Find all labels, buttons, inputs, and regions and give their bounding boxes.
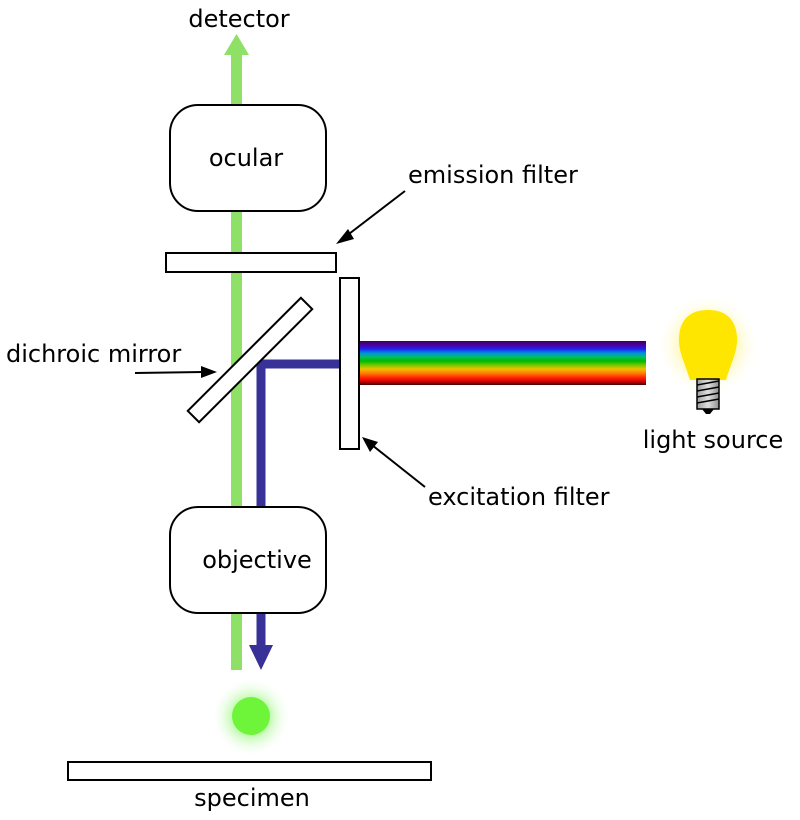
excitation-filter-label: excitation filter bbox=[428, 483, 610, 511]
light-bulb-icon bbox=[656, 293, 760, 414]
ocular-label: ocular bbox=[209, 144, 283, 172]
specimen-slide bbox=[67, 761, 432, 781]
dichroic-mirror-label: dichroic mirror bbox=[6, 340, 181, 368]
fluorescent-spot bbox=[232, 697, 270, 735]
dichroic-mirror-pointer bbox=[134, 371, 204, 374]
objective bbox=[169, 506, 327, 614]
excitation-filter-arrowhead bbox=[362, 437, 378, 452]
spectrum-band bbox=[360, 341, 646, 385]
excitation-filter-pointer bbox=[371, 444, 426, 488]
excitation-arrowhead bbox=[249, 645, 273, 670]
detector-arrowhead bbox=[224, 34, 249, 55]
emission-filter bbox=[165, 252, 337, 273]
white-light-beam bbox=[360, 341, 646, 385]
dichroic-mirror bbox=[186, 296, 314, 424]
light-source-label: light source bbox=[643, 426, 784, 454]
dichroic-mirror-arrowhead bbox=[201, 366, 217, 378]
specimen-label: specimen bbox=[194, 784, 310, 812]
excitation-filter bbox=[339, 277, 360, 450]
ocular bbox=[169, 104, 327, 212]
objective-label: objective bbox=[202, 546, 312, 574]
emission-filter-pointer bbox=[344, 190, 406, 238]
detector-label: detector bbox=[188, 5, 289, 33]
emission-filter-arrowhead bbox=[336, 229, 354, 244]
emission-filter-label: emission filter bbox=[408, 161, 578, 189]
